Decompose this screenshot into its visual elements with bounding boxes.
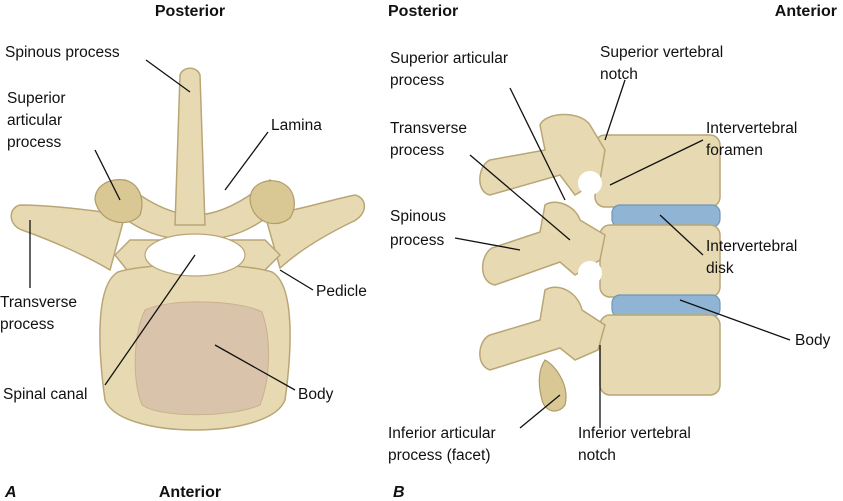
orientation-posterior-a: Posterior <box>155 3 225 20</box>
vertebral-body-lower <box>599 314 721 396</box>
label-inferior-articular-process: Inferior articular process (facet) <box>388 425 500 464</box>
spinous-process-shape <box>174 67 206 226</box>
label-intervertebral-foramen: Intervertebral foramen <box>706 120 802 159</box>
posterior-elements-lower <box>479 286 606 371</box>
label-spinous-process-a: Spinous process <box>5 44 120 61</box>
label-superior-articular-process-b: Superior articular process <box>390 50 512 89</box>
intervertebral-disk-upper <box>611 204 721 228</box>
superior-articular-left-shape <box>94 179 143 224</box>
label-spinous-process-b: Spinous process <box>390 208 450 249</box>
lateral-view-vertebrae <box>479 113 721 412</box>
vertebral-body-upper <box>594 134 721 208</box>
superior-view-vertebra <box>10 67 366 431</box>
label-body-b: Body <box>795 332 831 349</box>
label-inferior-vertebral-notch: Inferior vertebral notch <box>578 425 695 464</box>
label-lamina: Lamina <box>271 117 322 134</box>
orientation-anterior-a: Anterior <box>159 484 221 501</box>
label-intervertebral-disk: Intervertebral disk <box>706 238 802 277</box>
figure-letter-a: A <box>4 484 17 501</box>
label-pedicle: Pedicle <box>316 283 367 300</box>
inferior-articular-process-shape <box>538 359 567 412</box>
posterior-elements-middle <box>481 201 606 286</box>
orientation-anterior-b: Anterior <box>775 3 837 20</box>
label-spinal-canal: Spinal canal <box>3 386 87 403</box>
intervertebral-foramen-upper <box>578 171 602 195</box>
leader-lines <box>29 59 791 429</box>
label-superior-vertebral-notch: Superior vertebral notch <box>600 44 728 83</box>
cancellous-bone-shape <box>134 301 269 416</box>
vertebral-body-middle <box>599 224 721 298</box>
intervertebral-disk-lower <box>611 294 721 318</box>
label-transverse-process-a: Transverse process <box>0 294 81 333</box>
transverse-process-left-shape <box>10 204 126 272</box>
figure-letter-b: B <box>393 484 405 501</box>
orientation-posterior-b: Posterior <box>388 3 458 20</box>
label-body-a: Body <box>298 386 334 403</box>
superior-articular-right-shape <box>249 180 295 225</box>
label-transverse-process-b: Transverse process <box>390 120 471 159</box>
label-superior-articular-process-a: Superior articular process <box>7 90 70 151</box>
intervertebral-foramen-lower <box>578 261 602 285</box>
